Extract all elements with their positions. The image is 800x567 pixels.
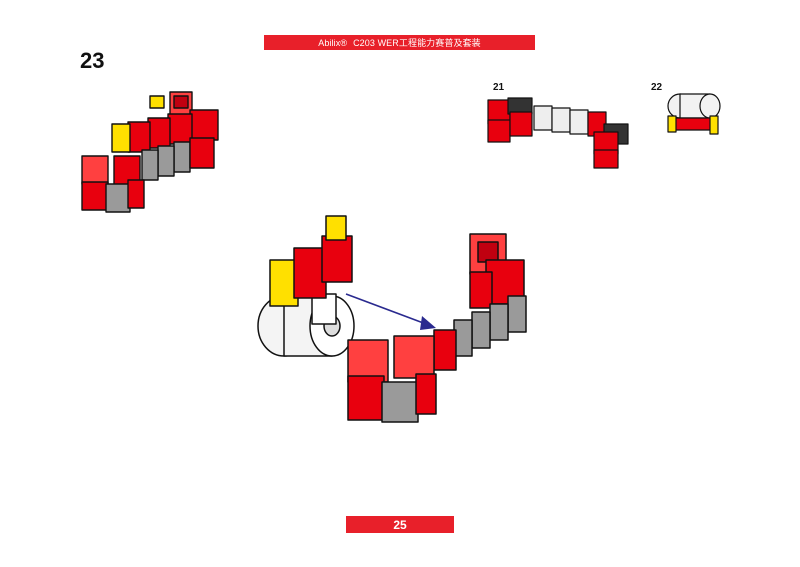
assembly-result-illustration bbox=[81, 91, 219, 213]
substep-22-illustration bbox=[667, 93, 721, 135]
brand-label: Abilix® bbox=[318, 37, 348, 48]
header-banner: Abilix® C203 WER工程能力赛普及套装 bbox=[264, 35, 535, 50]
step-number-sub-a: 21 bbox=[493, 82, 505, 93]
header-title: C203 WER工程能力赛普及套装 bbox=[353, 38, 481, 48]
step-number-main: 23 bbox=[80, 48, 105, 73]
step-number-sub-b: 22 bbox=[651, 82, 663, 93]
page-number-badge: 25 bbox=[346, 516, 454, 533]
page-number: 25 bbox=[393, 517, 407, 532]
main-step-illustration bbox=[257, 215, 527, 423]
arrow-right-icon bbox=[345, 293, 436, 330]
substep-21-illustration bbox=[487, 97, 629, 169]
